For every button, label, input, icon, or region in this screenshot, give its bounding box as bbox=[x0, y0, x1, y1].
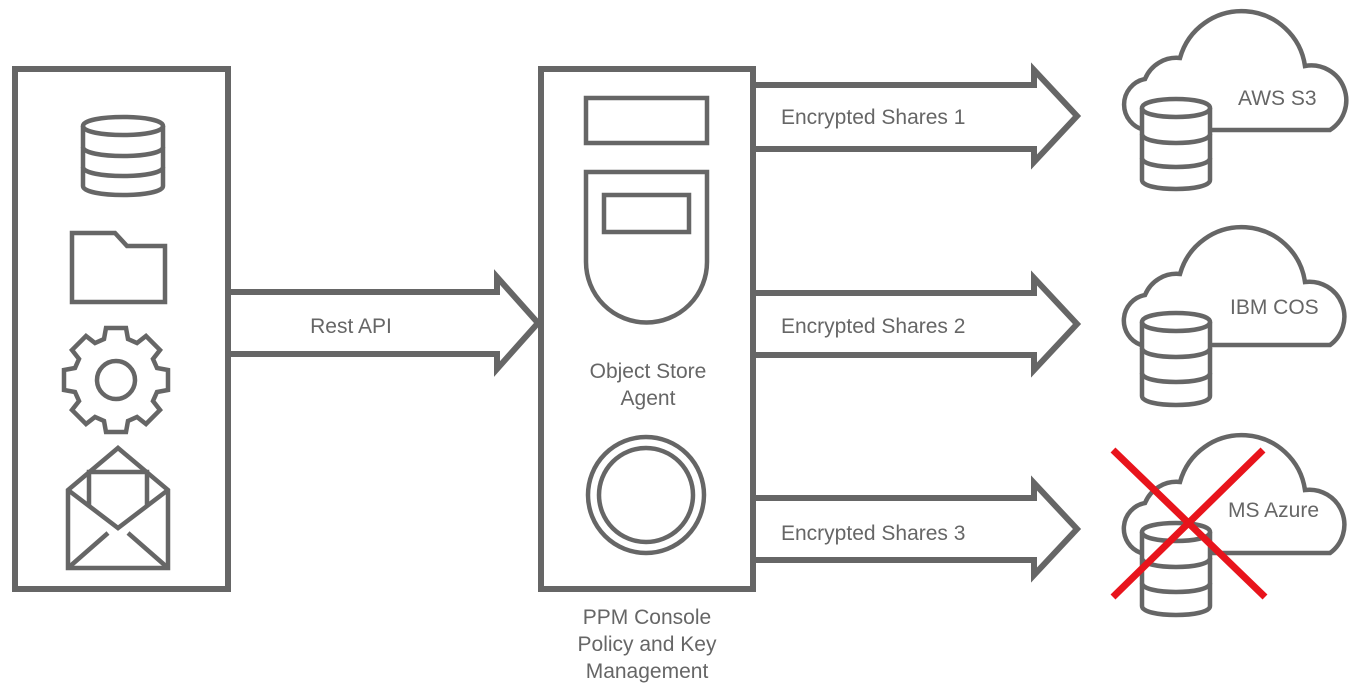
share-arrow-2: Encrypted Shares 2 bbox=[753, 270, 1082, 378]
cloud-ms-azure: MS Azure bbox=[1110, 432, 1347, 618]
console-label-line2: Policy and Key bbox=[578, 633, 717, 656]
rest-api-label: Rest API bbox=[310, 315, 392, 338]
console-label-line1: PPM Console bbox=[583, 606, 711, 629]
cloud-label-1: AWS S3 bbox=[1238, 87, 1317, 110]
agent-box bbox=[538, 66, 756, 592]
agent-slot-top bbox=[583, 95, 710, 146]
share-arrow-1: Encrypted Shares 1 bbox=[753, 62, 1082, 170]
console-label-line3: Management bbox=[586, 660, 709, 683]
share-arrow-3: Encrypted Shares 3 bbox=[753, 475, 1082, 583]
share-label-1: Encrypted Shares 1 bbox=[781, 106, 965, 129]
cloud-label-2: IBM COS bbox=[1230, 296, 1319, 319]
agent-dial-outer bbox=[585, 434, 707, 556]
share-label-2: Encrypted Shares 2 bbox=[781, 315, 965, 338]
database-icon bbox=[1139, 310, 1213, 408]
database-icon bbox=[80, 114, 166, 198]
cloud-aws-s3: AWS S3 bbox=[1121, 8, 1349, 192]
agent-panel: Object Store Agent bbox=[538, 66, 756, 592]
agent-label-line2: Agent bbox=[621, 387, 676, 410]
folder-icon bbox=[69, 230, 168, 305]
client-panel bbox=[12, 66, 231, 592]
client-box bbox=[12, 66, 231, 592]
database-icon bbox=[1139, 96, 1213, 192]
failure-x-icon bbox=[1110, 447, 1268, 600]
agent-label-line1: Object Store bbox=[590, 360, 707, 383]
agent-badge-shape bbox=[583, 169, 710, 325]
agent-dial-inner bbox=[596, 445, 696, 545]
agent-badge-slot bbox=[601, 192, 692, 235]
cloud-label-3: MS Azure bbox=[1228, 499, 1319, 522]
database-icon bbox=[1139, 520, 1213, 618]
cloud-ibm-cos: IBM COS bbox=[1121, 224, 1347, 408]
console-label: PPM Console Policy and Key Management bbox=[578, 606, 717, 683]
gear-icon bbox=[61, 325, 171, 435]
share-label-3: Encrypted Shares 3 bbox=[781, 522, 965, 545]
rest-api-arrow: Rest API bbox=[228, 269, 543, 377]
envelope-icon bbox=[65, 445, 171, 571]
